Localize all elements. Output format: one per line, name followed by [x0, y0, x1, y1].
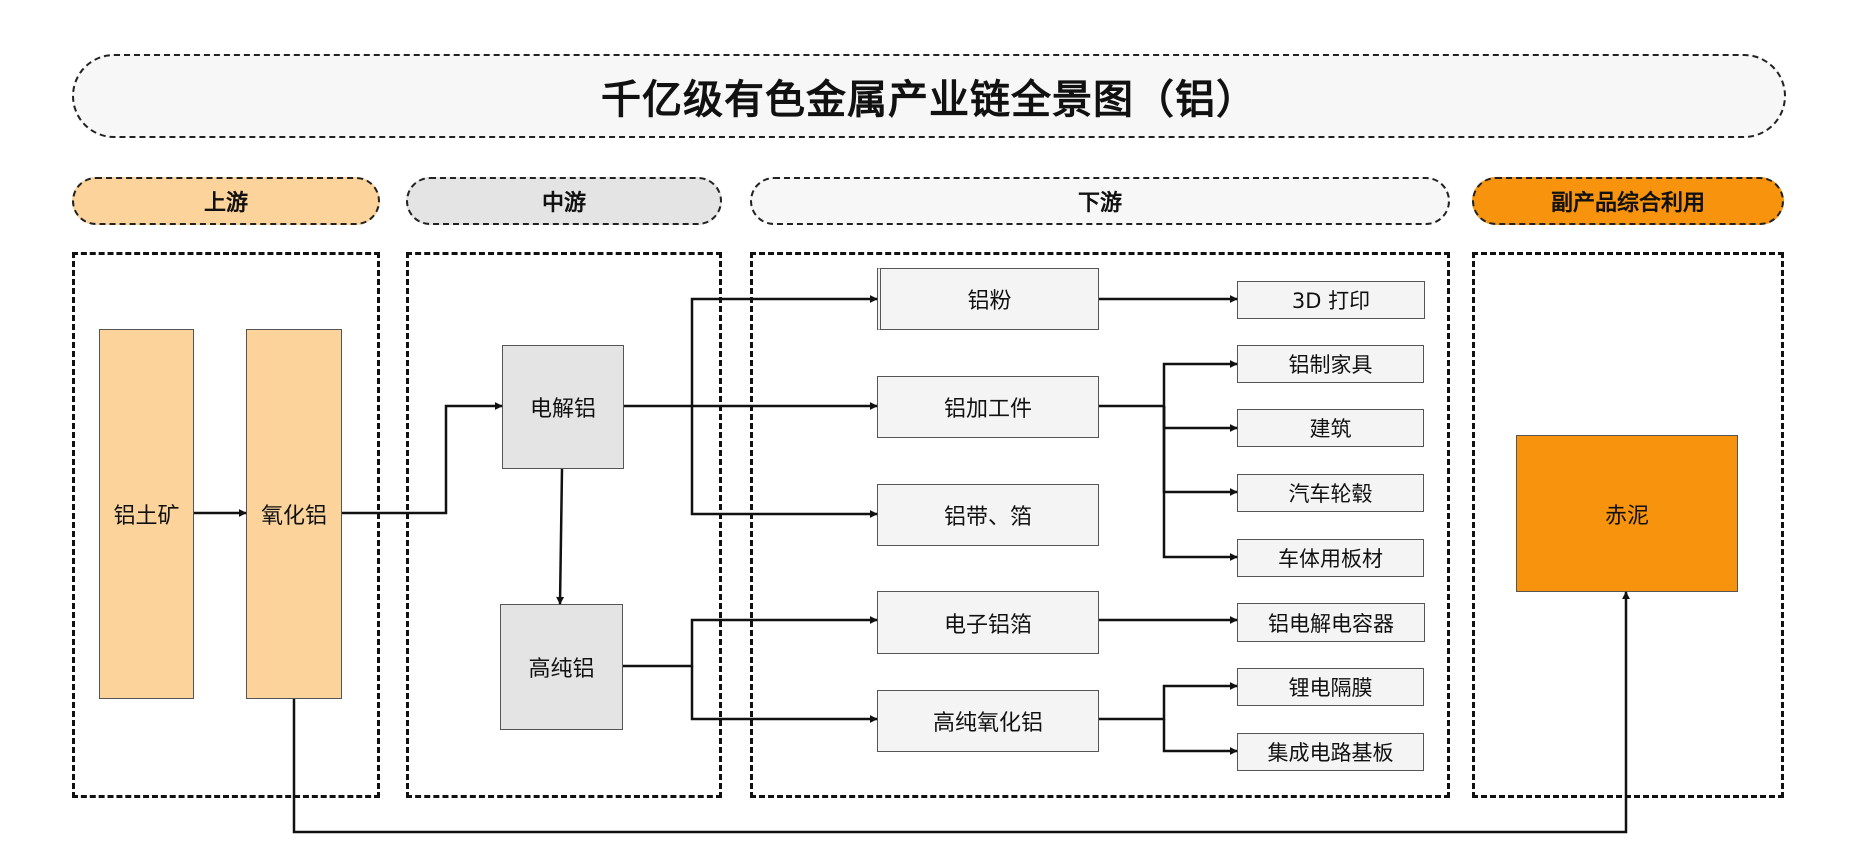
header-byproduct: 副产品综合利用: [1472, 177, 1784, 225]
node-electrolytic-aluminum: 电解铝: [502, 345, 624, 469]
node-high-purity-aluminum: 高纯铝: [500, 604, 623, 730]
node-3d-printing: 3D 打印: [1237, 281, 1425, 319]
node-red-mud: 赤泥: [1516, 435, 1738, 592]
node-aluminum-furniture: 铝制家具: [1237, 345, 1424, 383]
header-downstream: 下游: [750, 177, 1450, 225]
header-midstream: 中游: [406, 177, 722, 225]
node-aluminum-parts: 铝加工件: [877, 376, 1099, 438]
node-bauxite: 铝土矿: [99, 329, 194, 699]
node-ic-substrate: 集成电路基板: [1237, 733, 1424, 771]
diagram-title: 千亿级有色金属产业链全景图（铝）: [601, 77, 1257, 123]
node-car-body-panels: 车体用板材: [1237, 539, 1424, 577]
node-aluminum-strip-foil: 铝带、箔: [877, 484, 1099, 546]
node-construction: 建筑: [1237, 409, 1424, 447]
title-banner: 千亿级有色金属产业链全景图（铝）: [72, 54, 1786, 138]
node-aluminum-powder: 铝粉: [877, 268, 1099, 330]
node-alumina: 氧化铝: [246, 329, 342, 699]
node-battery-separator: 锂电隔膜: [1237, 668, 1424, 706]
header-upstream: 上游: [72, 177, 380, 225]
panel-downstream: [750, 252, 1450, 798]
node-electrolytic-capacitor: 铝电解电容器: [1237, 603, 1425, 642]
node-high-purity-alumina: 高纯氧化铝: [877, 690, 1099, 752]
node-electronic-aluminum-foil: 电子铝箔: [877, 591, 1099, 654]
node-car-wheels: 汽车轮毂: [1237, 474, 1424, 512]
